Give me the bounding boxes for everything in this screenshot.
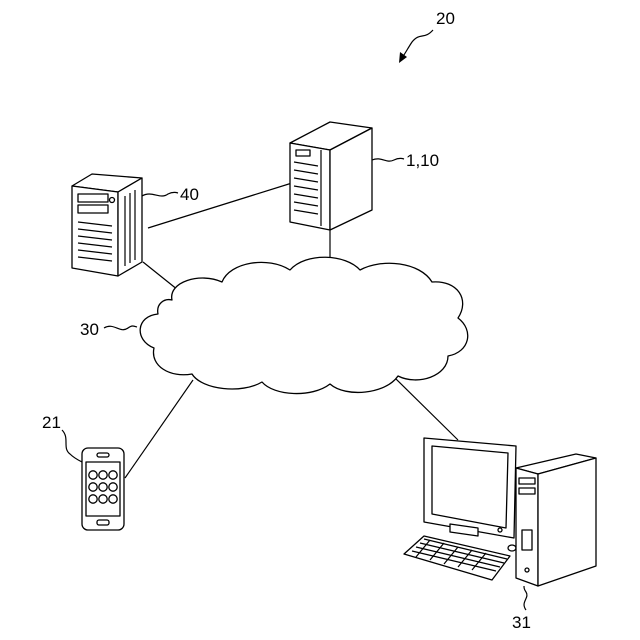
system-label: 20 — [436, 9, 455, 28]
keyboard — [404, 536, 510, 580]
server-tower: 1,10 — [290, 122, 439, 230]
link-db-server-to-network — [143, 262, 178, 290]
database-server-label: 40 — [180, 185, 199, 204]
server-label: 1,10 — [406, 151, 439, 170]
desktop-drive-bay-1 — [519, 478, 535, 484]
desktop-computer: 31 — [404, 438, 596, 632]
desktop-drive-bay-2 — [519, 488, 535, 494]
desktop-power-button — [525, 568, 529, 572]
system-arrowhead — [399, 52, 407, 63]
desktop-tower-side — [538, 458, 596, 586]
smartphone: 21 — [42, 413, 124, 530]
link-db-server-to-server — [148, 183, 292, 228]
db-drive-2 — [78, 205, 108, 213]
smartphone-label: 21 — [42, 413, 61, 432]
link-network-to-desktop — [395, 378, 458, 440]
system-leader-arrow — [402, 30, 433, 58]
desktop-label: 31 — [512, 613, 531, 632]
server-drive-bay — [296, 150, 310, 156]
db-drive-1 — [78, 194, 108, 202]
network-cloud: 30 — [80, 257, 468, 393]
smartphone-app-grid — [89, 471, 117, 503]
network-label: 30 — [80, 320, 99, 339]
server-leader — [372, 158, 404, 161]
database-server-leader — [142, 192, 178, 196]
smartphone-home-button — [97, 520, 109, 525]
monitor-screen — [432, 446, 508, 528]
smartphone-leader — [62, 430, 82, 462]
system-reference: 20 — [399, 9, 455, 63]
desktop-front-panel — [522, 530, 532, 550]
cloud-shape — [140, 257, 468, 393]
desktop-leader — [524, 586, 527, 610]
database-server: 40 — [72, 174, 199, 276]
db-power-led — [110, 198, 115, 203]
smartphone-speaker — [97, 453, 109, 457]
link-network-to-smartphone — [125, 380, 193, 478]
monitor-power-led — [498, 528, 502, 532]
network-leader — [104, 326, 137, 330]
mouse — [508, 545, 516, 551]
